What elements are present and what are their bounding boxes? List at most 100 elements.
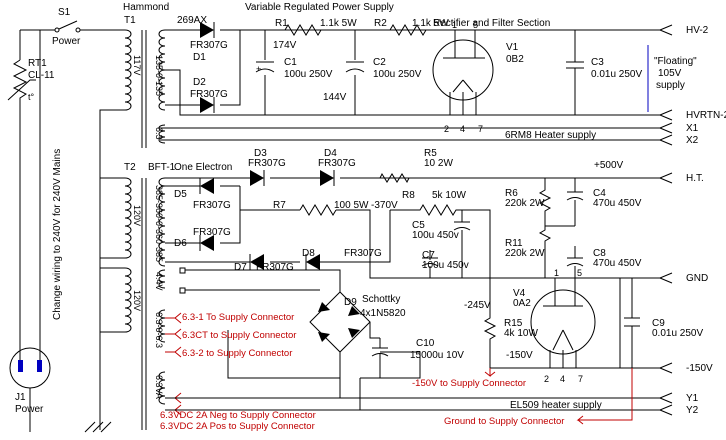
v144-label: 144V xyxy=(323,92,347,103)
t1-maker: Hammond xyxy=(123,2,169,13)
d6-ref: D6 xyxy=(174,238,187,249)
output-terminals: HV-2 HVRTN-2 X1 X2 6RM8 Heater supply H.… xyxy=(160,24,726,416)
c4-ref: C4 xyxy=(593,188,606,199)
r1-value: 1.1k 5W xyxy=(320,18,357,29)
regulator-v4: V4 0A2 2 4 7 -245V R15 4k 10W -150V C9 0… xyxy=(464,278,703,384)
out-ht: H.T. xyxy=(686,173,704,184)
r2-ref: R2 xyxy=(374,18,387,29)
d2-part: FR307G xyxy=(190,89,228,100)
out-hvrtn2: HVRTN-2 xyxy=(686,110,726,121)
v1-pin-1: 2 xyxy=(444,124,449,134)
floating-line-3: supply xyxy=(656,80,685,91)
c8-value: 470u 450V xyxy=(593,258,642,269)
r8-ref: R8 xyxy=(402,190,415,201)
r5-value: 10 2W xyxy=(424,158,453,169)
c3-value: 0.01u 250V xyxy=(591,69,642,80)
d7-ref: D7 xyxy=(234,262,247,273)
d4-ref: D4 xyxy=(324,148,337,159)
svg-text:t°: t° xyxy=(28,92,35,102)
schottky-bridge: Schottky D9 4x1N5820 C10 15000u 10V xyxy=(185,269,464,379)
c8-ref: C8 xyxy=(593,248,606,259)
v1-pin-top-a: 1 xyxy=(452,20,457,30)
out-x1: X1 xyxy=(686,123,699,134)
d4-part: FR307G xyxy=(318,158,356,169)
c9-value: 0.01u 250V xyxy=(652,328,703,339)
t1-secondary-a: 135-0-135 xyxy=(154,55,164,96)
thermistor-ref: RT1 xyxy=(28,58,47,69)
t2-primary: 120V xyxy=(132,205,142,226)
out-hv2: HV-2 xyxy=(686,25,709,36)
d6-part: FR307G xyxy=(193,227,231,238)
c1-value: 100u 250V xyxy=(284,69,333,80)
r15-ref: R15 xyxy=(504,318,523,329)
mains-note: Change wiring to 240V for 240V Mains xyxy=(52,149,63,320)
t2-sec-b: 6.3-0-6.3 xyxy=(154,312,164,348)
vneg370-label: -370V xyxy=(371,200,398,211)
v4-pin-2: 4 xyxy=(560,374,565,384)
c2-ref: C2 xyxy=(373,57,386,68)
out-x2: X2 xyxy=(686,135,699,146)
v500-label: +500V xyxy=(594,160,624,171)
d3-ref: D3 xyxy=(254,148,267,159)
mains-input: S1 Power RT1 CL-11 t° Change wiring to 2… xyxy=(7,7,112,433)
v1-pin-3: 7 xyxy=(478,124,483,134)
r7-value: 100 5W xyxy=(334,200,369,211)
c3-ref: C3 xyxy=(591,57,604,68)
power-jack: J1 Power xyxy=(9,345,51,432)
floating-line-2: 105V xyxy=(658,68,682,79)
d5-ref: D5 xyxy=(174,189,187,200)
d2-ref: D2 xyxy=(193,77,206,88)
out-neg150: -150V xyxy=(686,363,713,374)
v1-pin-2: 4 xyxy=(460,124,465,134)
d8-part: FR307G xyxy=(344,248,382,259)
r2-value: 1.1k 5W xyxy=(412,18,449,29)
switch-ref: S1 xyxy=(58,7,71,18)
conn-gnd: Ground to Supply Connector xyxy=(444,416,564,427)
v4-pin-1: 2 xyxy=(544,374,549,384)
section-title: Rectifier and Filter Section xyxy=(433,18,550,29)
c10-ref: C10 xyxy=(416,338,435,349)
c5-ref: C5 xyxy=(412,220,425,231)
t2-ref: T2 xyxy=(124,162,136,173)
c7-ref: C7 xyxy=(422,250,435,261)
out-y1: Y1 xyxy=(686,393,699,404)
conn-n150: -150V to Supply Connector xyxy=(412,378,526,389)
conn-pos: 6.3VDC 2A Pos to Supply Connector xyxy=(160,421,315,432)
vneg150-label: -150V xyxy=(506,350,533,361)
jack-ref: J1 xyxy=(15,392,26,403)
d9-ref: D9 xyxy=(344,297,357,308)
connector-wiring: 6.3-1 To Supply Connector 6.3CT to Suppl… xyxy=(160,278,633,432)
t1-part: 269AX xyxy=(177,15,207,26)
ht-section: D3 FR307G D4 FR307G D5 FR307G FR307G D6 … xyxy=(165,148,642,279)
t2-taps: 385-360-0-360-385 xyxy=(154,185,164,262)
r8-value: 5k 10W xyxy=(432,190,466,201)
d7-part: FR307G xyxy=(256,262,294,273)
c10-value: 15000u 10V xyxy=(410,350,464,361)
r1-ref: R1 xyxy=(275,18,288,29)
v1-part: 0B2 xyxy=(506,54,524,65)
x-note: 6RM8 Heater supply xyxy=(505,130,596,141)
d5-part: FR307G xyxy=(193,200,231,211)
r7-ref: R7 xyxy=(273,200,286,211)
t1-secondary-b: 6.3 xyxy=(154,127,164,140)
v1-ref: V1 xyxy=(506,42,519,53)
d1-ref: D1 xyxy=(193,52,206,63)
r6-ref: R6 xyxy=(505,188,518,199)
conn-632: 6.3-2 to Supply Connector xyxy=(182,348,292,359)
t2-maker: One Electron xyxy=(174,162,232,173)
y-note: EL509 heater supply xyxy=(510,400,602,411)
title: Variable Regulated Power Supply xyxy=(245,2,394,13)
r15-value: 4k 10W xyxy=(504,328,538,339)
conn-63ct: 6.3CT to Supply Connector xyxy=(182,330,296,341)
d8-ref: D8 xyxy=(302,248,315,259)
t1-ref: T1 xyxy=(124,15,136,26)
v4-part: 0A2 xyxy=(513,298,531,309)
transformer-t2: T2 BFT-1 One Electron 120V 120V 385-360-… xyxy=(100,162,232,430)
r6-value: 220k 2W xyxy=(505,198,545,209)
d9-part: 4x1N5820 xyxy=(360,308,406,319)
c5-value: 100u 450v xyxy=(412,230,459,241)
conn-631: 6.3-1 To Supply Connector xyxy=(182,312,294,323)
out-y2: Y2 xyxy=(686,405,699,416)
t2-part: BFT-1 xyxy=(148,162,176,173)
